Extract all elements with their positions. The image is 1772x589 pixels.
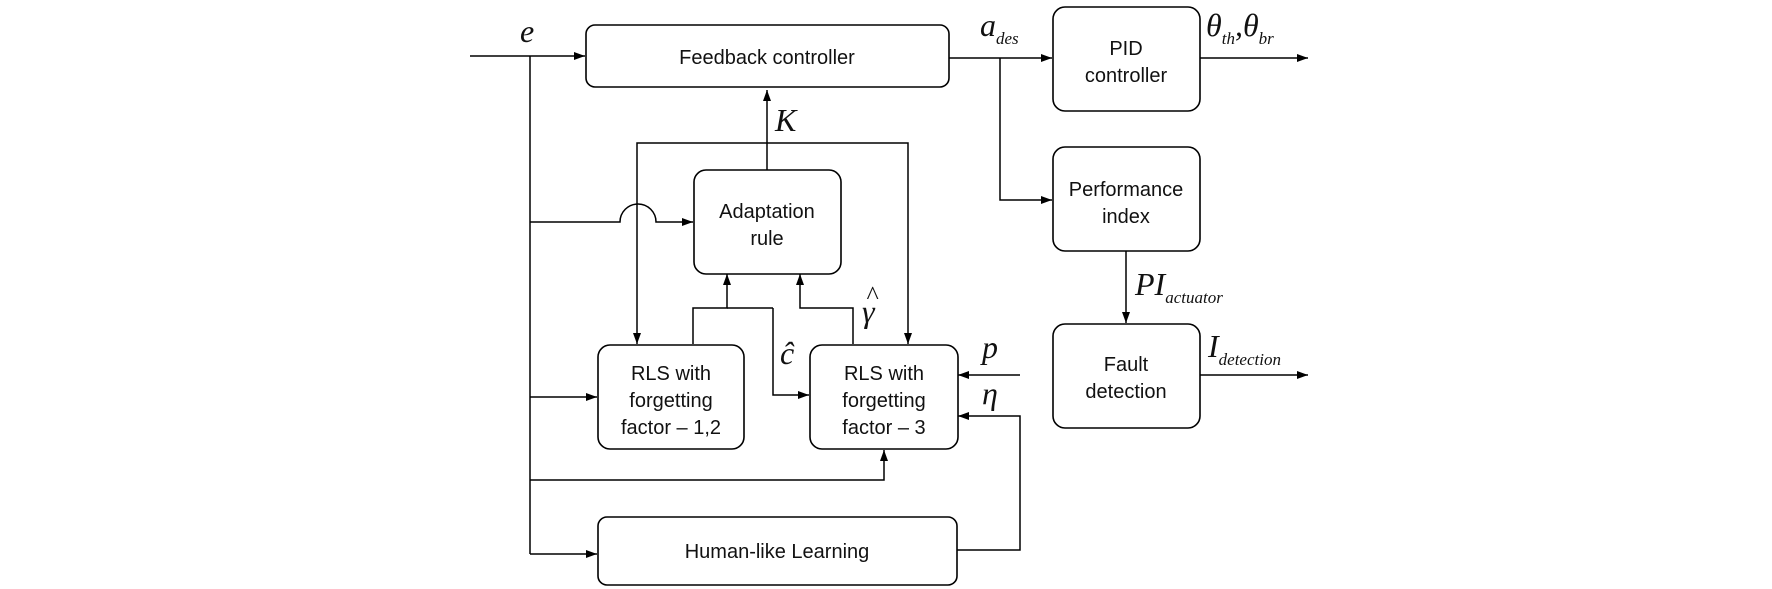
fault-detection-label-line2: detection [1085,381,1166,403]
wire-c-hat-to-rls3 [772,308,809,399]
rls-factor-12-block: RLS with forgetting factor – 1,2 [597,344,745,450]
signal-pi-actuator-label: PIactuator [1134,266,1223,307]
wire-loop-left [633,142,767,344]
signal-eta-label: η [982,375,998,411]
pid-controller-label-line2: controller [1085,65,1168,87]
human-learning-label: Human-like Learning [685,541,870,563]
rls-3-label-line2: forgetting [842,390,925,412]
adaptation-rule-label-line1: Adaptation [719,201,815,223]
signal-a-des-label: ades [980,7,1019,48]
signal-k-label: K [774,102,798,138]
signal-i-detection-label: Idetection [1207,328,1281,369]
performance-index-label-line2: index [1102,206,1150,228]
wire-ades-to-performance [999,58,1052,204]
signal-p-label: p [980,329,998,365]
signal-labels: e ades θth,θbr K ĉ γ ^ p η PIactuator Id… [520,7,1281,411]
signal-theta-label: θth,θbr [1206,7,1274,48]
wire-loop-right [767,142,912,344]
pid-controller-block: PID controller [1052,6,1201,112]
signal-gamma-hat-accent: ^ [866,281,879,310]
signal-wires [470,52,1308,558]
rls-12-label-line2: forgetting [629,390,712,412]
human-like-learning-block: Human-like Learning [597,516,958,586]
rls-3-label-line1: RLS with [844,363,924,385]
wire-e-to-adaptation [530,203,693,226]
signal-gamma-hat-label: γ [862,293,876,329]
signal-e-label: e [520,13,534,49]
fault-detection-label-line1: Fault [1104,354,1149,376]
adaptation-rule-block: Adaptation rule [693,169,842,275]
signal-c-hat-label: ĉ [780,335,795,371]
performance-index-label-line1: Performance [1069,179,1184,201]
fault-detection-block: Fault detection [1052,323,1201,429]
adaptation-rule-label-line2: rule [750,228,783,250]
rls-12-label-line1: RLS with [631,363,711,385]
performance-index-block: Performance index [1052,146,1201,252]
wire-e-to-rls3 [530,450,888,481]
wire-c-hat [692,274,731,344]
feedback-controller-block: Feedback controller [585,24,950,88]
pid-controller-label-line1: PID [1109,38,1142,60]
rls-12-label-line3: factor – 1,2 [621,417,721,439]
feedback-controller-label: Feedback controller [679,47,855,69]
rls-factor-3-block: RLS with forgetting factor – 3 [809,344,959,450]
rls-3-label-line3: factor – 3 [842,417,925,439]
wire-gamma-hat [796,274,854,344]
wire-eta [957,412,1021,551]
